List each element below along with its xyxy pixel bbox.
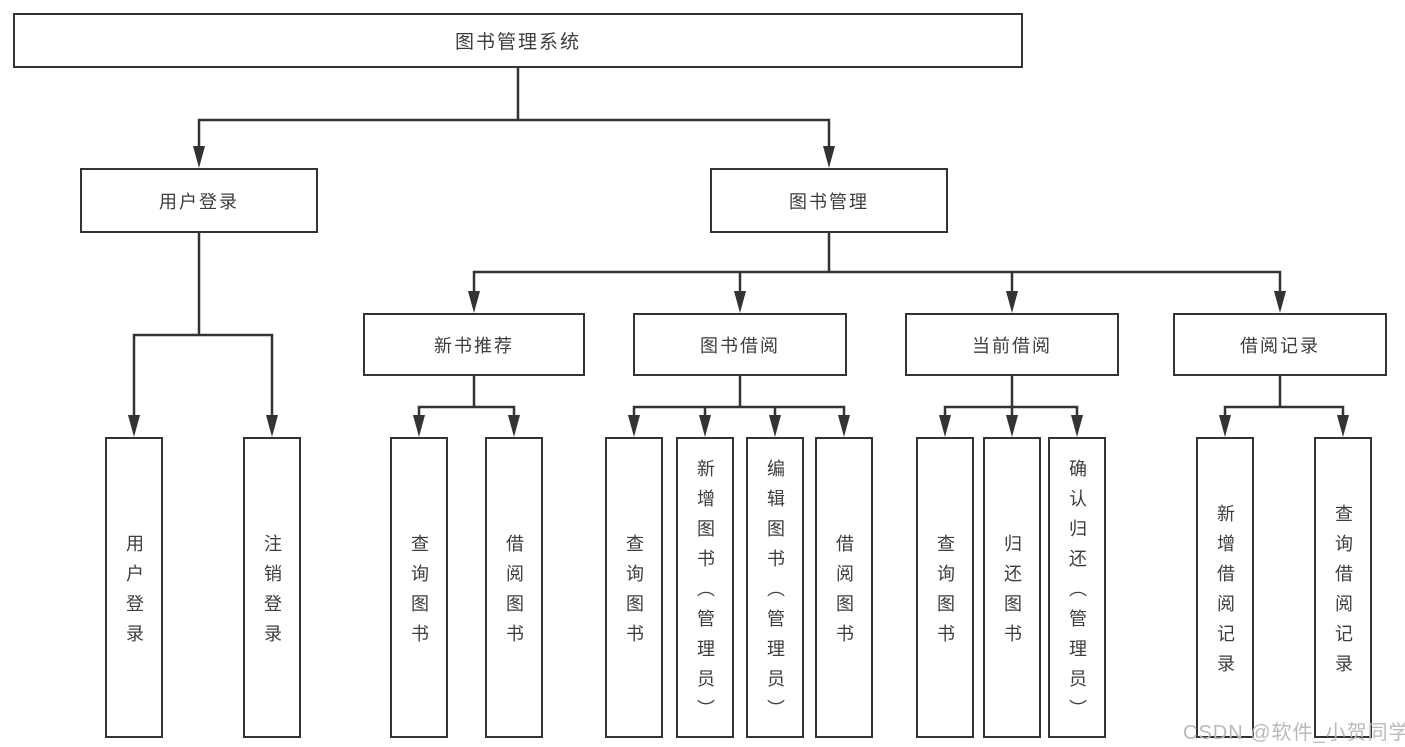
- leaf-query-borrow-record: 查询借阅记录: [1314, 437, 1372, 738]
- leaf-query-books-recommend: 查询图书: [390, 437, 448, 738]
- node-book-management: 图书管理: [710, 168, 948, 233]
- leaf-logout: 注销登录: [243, 437, 301, 738]
- leaf-label: 查询图书: [409, 533, 429, 654]
- leaf-label: 新增图书（管理员）: [695, 458, 715, 729]
- leaf-label: 借阅图书: [834, 533, 854, 654]
- node-current-borrow: 当前借阅: [905, 313, 1119, 376]
- node-label: 用户登录: [159, 191, 239, 212]
- leaf-label: 注销登录: [262, 533, 282, 654]
- csdn-watermark: CSDN @软件_小贺同学: [1183, 722, 1405, 744]
- node-label: 当前借阅: [972, 335, 1052, 356]
- node-user-login: 用户登录: [80, 168, 318, 233]
- leaf-return-books: 归还图书: [983, 437, 1041, 738]
- leaf-add-borrow-record: 新增借阅记录: [1196, 437, 1254, 738]
- leaf-query-books-current: 查询图书: [916, 437, 974, 738]
- leaf-borrow-books-recommend: 借阅图书: [485, 437, 543, 738]
- leaf-label: 查询图书: [935, 533, 955, 654]
- node-borrow-records: 借阅记录: [1173, 313, 1387, 376]
- leaf-label: 编辑图书（管理员）: [765, 458, 785, 729]
- leaf-label: 用户登录: [124, 533, 144, 654]
- node-label: 图书管理系统: [454, 32, 581, 53]
- leaf-user-login: 用户登录: [105, 437, 163, 738]
- leaf-label: 归还图书: [1002, 533, 1022, 654]
- leaf-query-books-borrow: 查询图书: [605, 437, 663, 738]
- node-label: 图书管理: [789, 191, 869, 212]
- node-new-book-recommend: 新书推荐: [363, 313, 585, 376]
- leaf-label: 借阅图书: [504, 533, 524, 654]
- node-book-borrow: 图书借阅: [633, 313, 847, 376]
- leaf-edit-books-admin: 编辑图书（管理员）: [746, 437, 804, 738]
- leaf-borrow-books: 借阅图书: [815, 437, 873, 738]
- leaf-add-books-admin: 新增图书（管理员）: [676, 437, 734, 738]
- leaf-confirm-return-admin: 确认归还（管理员）: [1048, 437, 1106, 738]
- node-library-management-system: 图书管理系统: [13, 13, 1023, 68]
- leaf-label: 查询图书: [624, 533, 644, 654]
- leaf-label: 查询借阅记录: [1333, 503, 1353, 684]
- leaf-label: 确认归还（管理员）: [1067, 458, 1087, 729]
- node-label: 借阅记录: [1240, 335, 1320, 356]
- node-label: 图书借阅: [700, 335, 780, 356]
- leaf-label: 新增借阅记录: [1215, 503, 1235, 684]
- node-label: 新书推荐: [434, 335, 514, 356]
